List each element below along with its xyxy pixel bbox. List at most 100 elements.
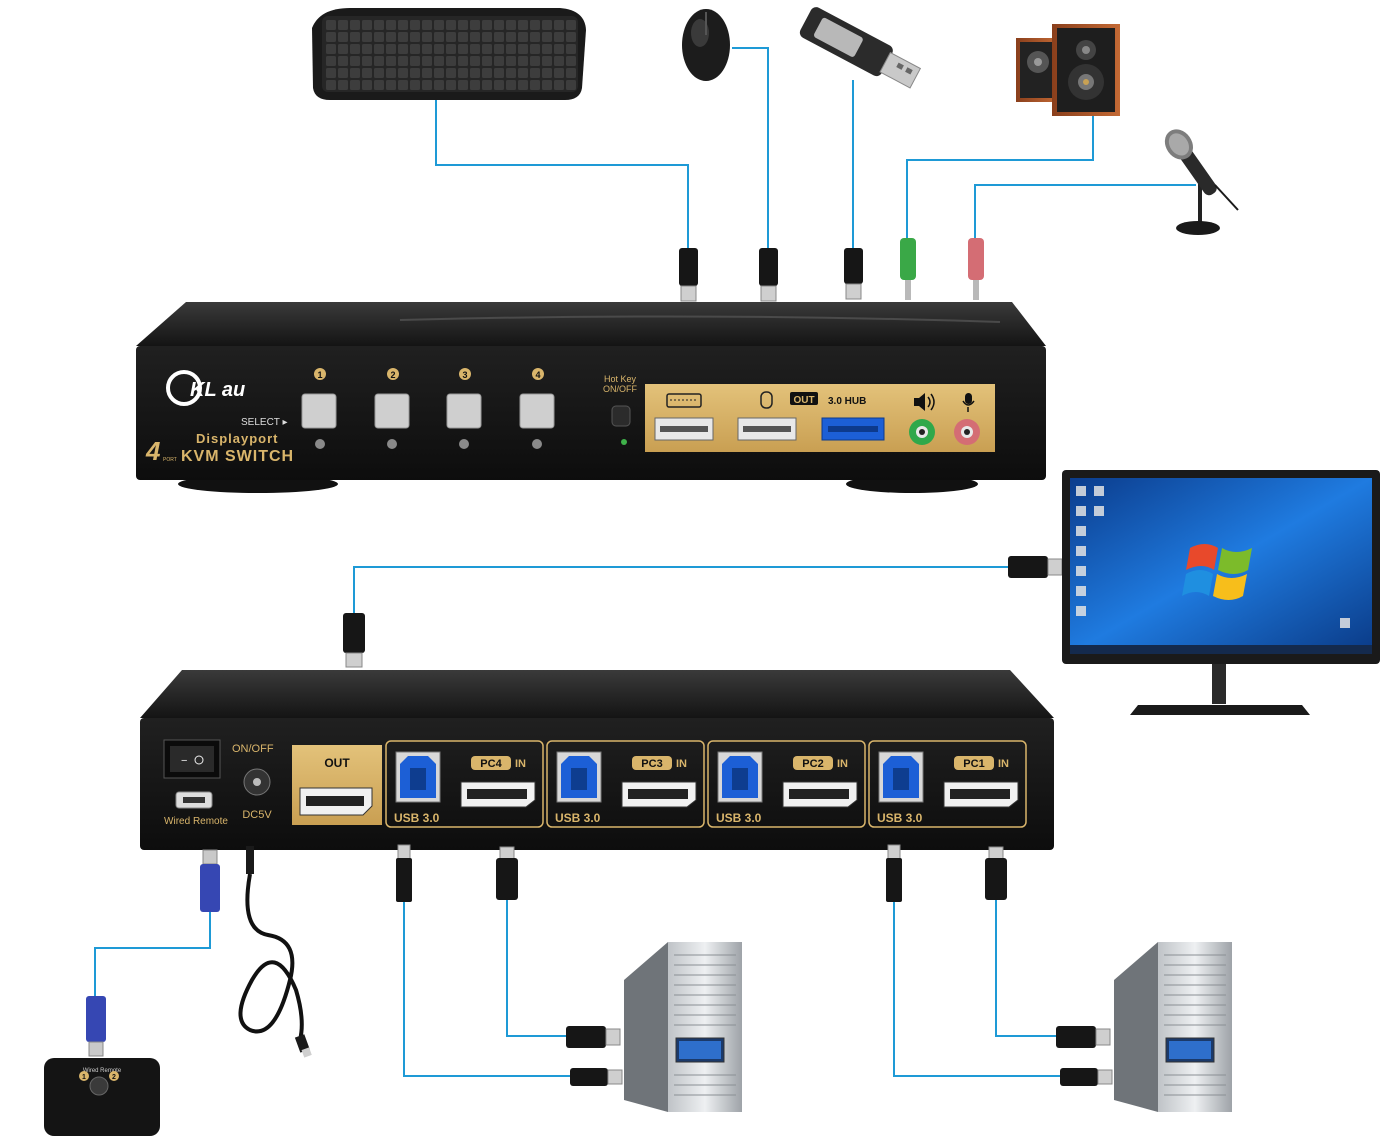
remote-label: Wired Remote xyxy=(83,1068,122,1074)
displayport-in-port-pc4[interactable] xyxy=(460,781,536,808)
pc1-dp-cable xyxy=(995,895,1058,1037)
product-line2: KVM SWITCH xyxy=(181,448,294,465)
pc-port-group-pc3: PC3 IN USB 3.0 xyxy=(546,740,705,828)
out-label: OUT xyxy=(324,756,350,770)
hub-label: 3.0 HUB xyxy=(828,396,866,407)
usb30-label: USB 3.0 xyxy=(394,811,440,825)
front-usb-plug-keyboard xyxy=(679,248,698,302)
remote-connector xyxy=(86,996,106,1057)
pc4-usb-cable xyxy=(403,895,572,1077)
mouse-icon xyxy=(682,9,730,81)
port-button-1[interactable]: 1 xyxy=(301,368,337,449)
remote-btn2-label: 2 xyxy=(112,1074,116,1081)
remote-plug xyxy=(200,849,220,912)
pc4-dp-plug xyxy=(496,846,518,900)
product-number: 4 xyxy=(145,436,161,466)
windows-logo-icon xyxy=(1182,544,1252,600)
pc1-dp-plug xyxy=(985,846,1007,900)
mouse-usb-port[interactable] xyxy=(737,417,797,441)
microphone-cable xyxy=(974,184,1196,240)
brand-logo: KL au xyxy=(166,370,245,406)
mouse-port-icon xyxy=(760,391,773,409)
usb-b-port-pc3[interactable] xyxy=(556,751,602,803)
pc-port-group-pc2: PC2 IN USB 3.0 xyxy=(707,740,866,828)
keyboard-icon xyxy=(312,8,586,100)
pc1-usb-plug xyxy=(886,844,902,902)
hub-out-label: OUT xyxy=(793,395,814,406)
port-number-3: 3 xyxy=(462,370,467,380)
top-cables xyxy=(435,47,1196,250)
in-label: IN xyxy=(998,758,1009,770)
speaker-icon xyxy=(914,393,935,411)
keyboard-port-icon xyxy=(666,393,702,408)
pc1-usb-cable xyxy=(893,895,1062,1077)
port-button-4[interactable]: 4 xyxy=(519,368,555,449)
pc4-usb-plug-end xyxy=(570,1068,623,1086)
displayport-plug-monitor xyxy=(1008,556,1063,578)
hub-out-badge xyxy=(790,392,818,405)
audio-out-jack[interactable] xyxy=(909,419,935,445)
port-button-2[interactable]: 2 xyxy=(374,368,410,449)
pc-label: PC2 xyxy=(802,758,823,770)
pc4-usb-plug xyxy=(396,844,412,902)
remote-button[interactable] xyxy=(89,1076,109,1096)
usb30-label: USB 3.0 xyxy=(877,811,923,825)
bottom-cables xyxy=(94,895,1062,1077)
port-number-4: 4 xyxy=(535,370,540,380)
pc-badge xyxy=(954,756,994,770)
in-label: IN xyxy=(515,758,526,770)
microphone-port-icon xyxy=(962,393,975,412)
displayport-in-port-pc2[interactable] xyxy=(782,781,858,808)
pc-label: PC3 xyxy=(641,758,662,770)
hub-usb3-port[interactable] xyxy=(821,417,885,441)
pc1-dp-plug-end xyxy=(1056,1026,1111,1048)
pc-badge xyxy=(793,756,833,770)
computer-tower-icon-left xyxy=(624,942,742,1112)
pc4-dp-cable xyxy=(506,895,570,1037)
usb30-label: USB 3.0 xyxy=(555,811,601,825)
wired-remote-label: Wired Remote xyxy=(164,816,228,827)
dc-power-jack[interactable] xyxy=(243,768,271,796)
usb-b-port-pc4[interactable] xyxy=(395,751,441,803)
keyboard-cable xyxy=(435,100,689,250)
displayport-in-port-pc1[interactable] xyxy=(943,781,1019,808)
monitor-icon xyxy=(1062,470,1380,715)
usb-drive-icon xyxy=(799,7,922,89)
pc-badge xyxy=(471,756,511,770)
wired-remote-port[interactable] xyxy=(175,791,213,809)
port-number-1: 1 xyxy=(317,370,322,380)
pc-port-group-pc1: PC1 IN USB 3.0 xyxy=(868,740,1027,828)
usb30-label: USB 3.0 xyxy=(716,811,762,825)
pc-group-frame xyxy=(707,740,866,828)
hotkey-label-2: ON/OFF xyxy=(603,384,637,394)
dc-label: DC5V xyxy=(242,809,272,821)
pc1-usb-plug-end xyxy=(1060,1068,1113,1086)
usb-b-port-pc2[interactable] xyxy=(717,751,763,803)
pc-label: PC1 xyxy=(963,758,984,770)
port-button-3[interactable]: 3 xyxy=(446,368,482,449)
power-switch[interactable]: − xyxy=(163,739,221,779)
pc-group-frame xyxy=(868,740,1027,828)
front-usb-plug-drive xyxy=(844,248,863,300)
displayport-plug-kvm xyxy=(343,613,365,668)
mic-in-jack[interactable] xyxy=(954,419,980,445)
hotkey-label-1: Hot Key xyxy=(604,374,637,384)
pc4-dp-plug-end xyxy=(566,1026,621,1048)
hotkey-switch[interactable] xyxy=(611,405,631,427)
usb-b-port-pc1[interactable] xyxy=(878,751,924,803)
microphone-icon xyxy=(1164,129,1239,235)
front-usb-plug-mouse xyxy=(759,248,778,302)
hotkey-led xyxy=(621,439,627,445)
port-number-2: 2 xyxy=(390,370,395,380)
displayport-out-port[interactable] xyxy=(299,787,373,816)
pc-badge xyxy=(632,756,672,770)
svg-text:−: − xyxy=(181,755,187,767)
displayport-in-port-pc3[interactable] xyxy=(621,781,697,808)
onoff-label: ON/OFF xyxy=(232,743,274,755)
in-label: IN xyxy=(676,758,687,770)
in-label: IN xyxy=(837,758,848,770)
keyboard-usb-port[interactable] xyxy=(654,417,714,441)
